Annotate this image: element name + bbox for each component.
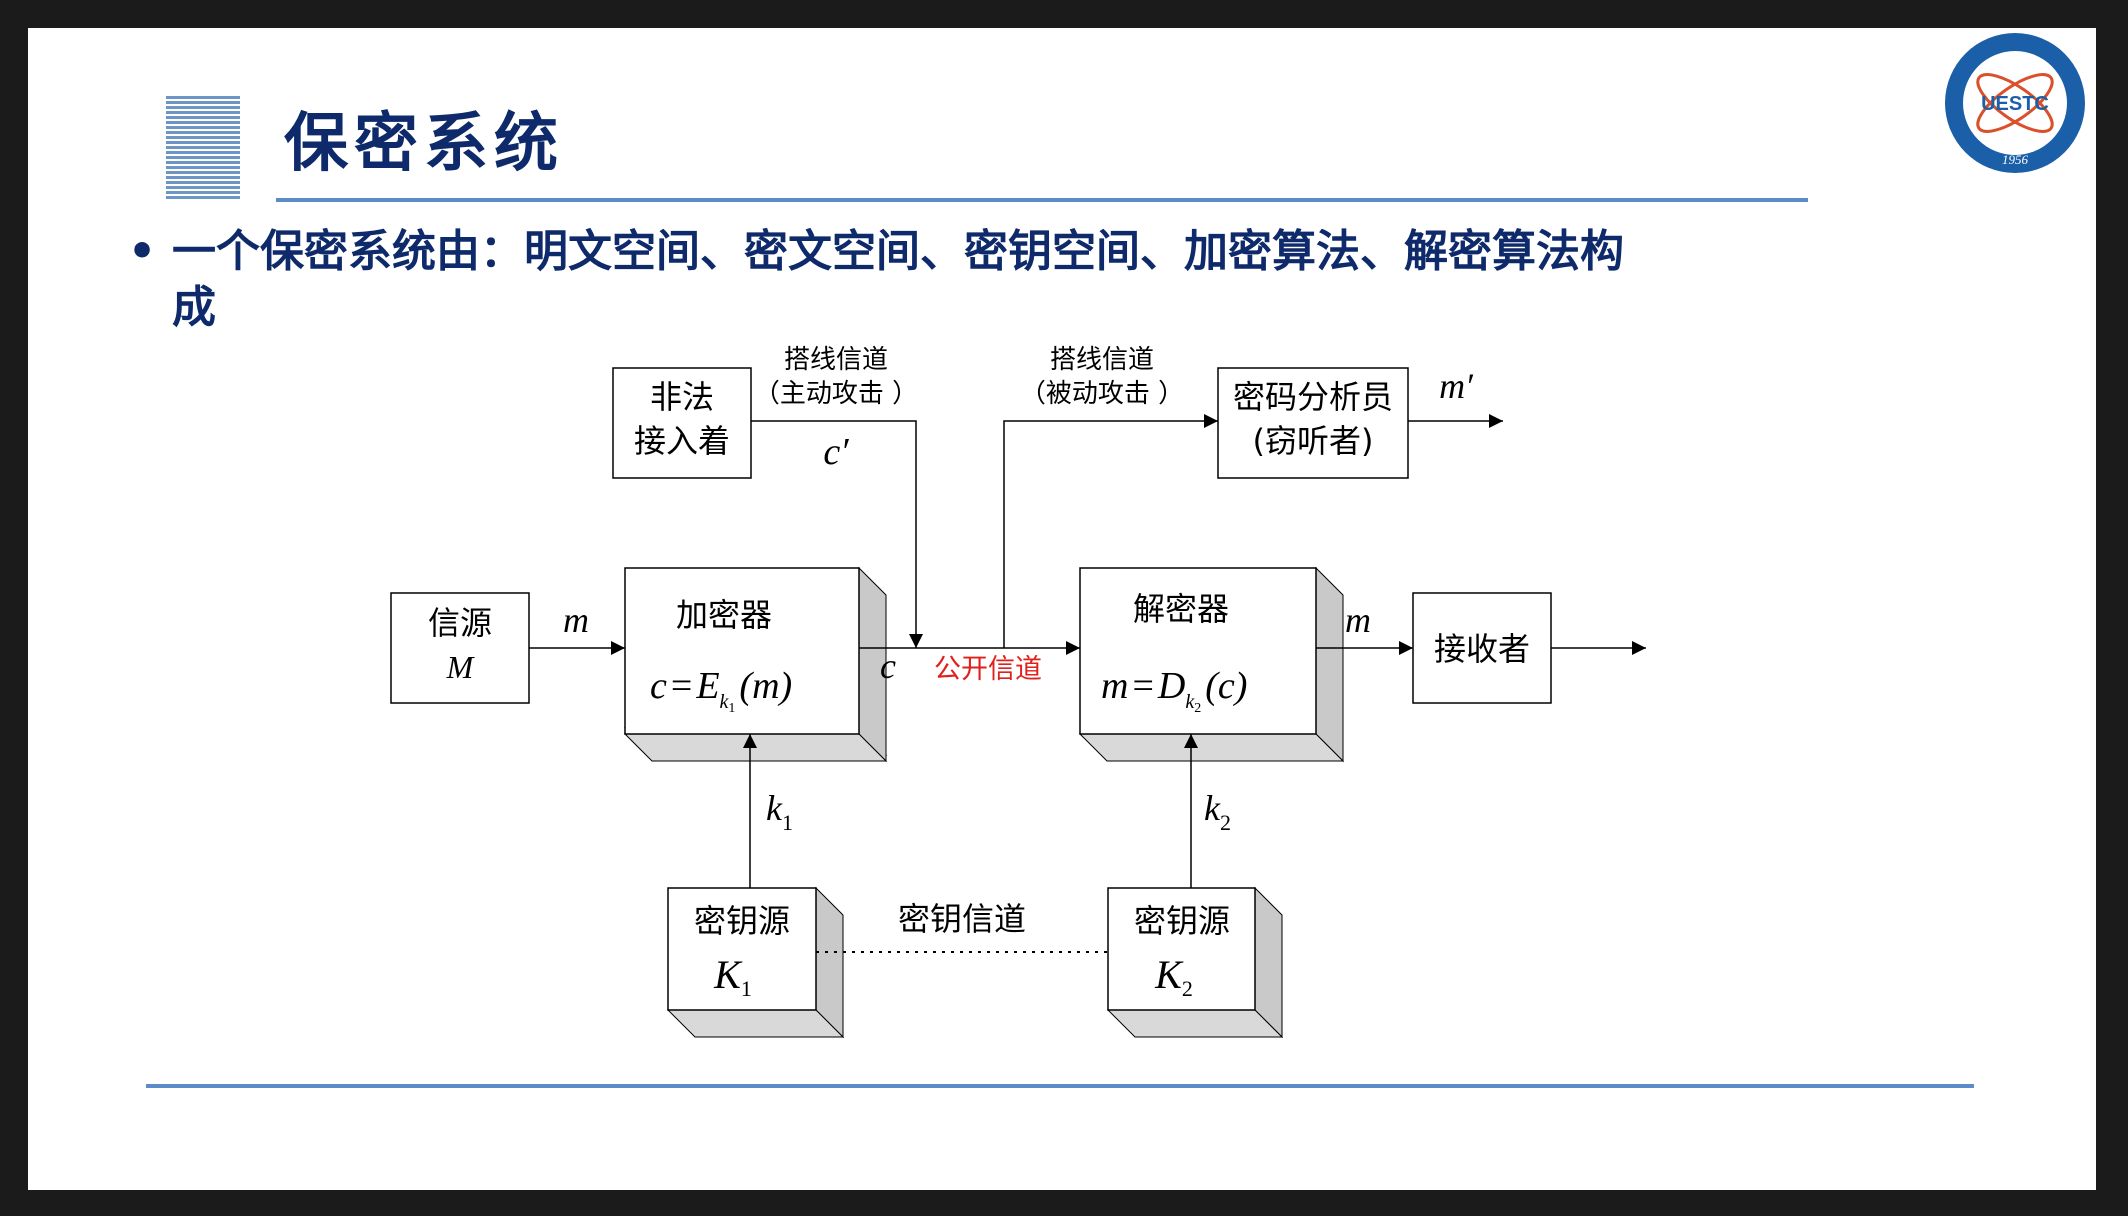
public-channel-label: 公开信道 [934,654,1042,685]
decryptor-box-side-right [1315,566,1344,763]
ciphertext-c-label: c [880,646,896,686]
plaintext-m-out: m [1345,600,1371,640]
cryptanalyst-output: m′ [1439,366,1474,406]
decryptor-box-side-bottom [1078,733,1345,762]
cryptanalyst-line-2: (窃听者) [1253,422,1374,460]
keysource1-symbol: K1 [713,952,752,1001]
slide: 保密系统 • 一个保密系统由：明文空间、密文空间、密钥空间、加密算法、解密算法构… [28,28,2096,1190]
k2-label: k2 [1204,788,1231,835]
illegal-access-line-2: 接入着 [634,422,730,460]
decryptor-label: 解密器 [1133,590,1229,628]
illegal-access-line-1: 非法 [650,378,714,416]
active-tap-label-2: （主动攻击 ） [754,379,918,409]
k1-label: k1 [766,788,793,835]
cryptanalyst-box [1217,367,1409,479]
encryptor-box-side-bottom [623,733,888,762]
keysource2-label: 密钥源 [1134,902,1230,940]
active-tap-symbol: c′ [823,431,849,473]
passive-tap-label-2: （被动攻击 ） [1020,379,1184,409]
cryptosystem-diagram: 信源 M m 加密器 c=Ek1(m) c 公开信道 解密器 m=Dk2(c) … [390,345,1646,1039]
keysource2-side-bottom [1106,1009,1284,1038]
logo-text: UESTC [1981,93,2049,115]
logo-inner [1963,51,2067,155]
active-tap-label-1: 搭线信道 [784,345,888,375]
passive-tap-label-1: 搭线信道 [1050,345,1154,375]
source-box [390,592,530,704]
logo-orbit-2 [1976,73,2054,133]
receiver-box [1412,592,1552,704]
decryptor-formula: m=Dk2(c) [1101,665,1247,716]
bullet-dot: • [128,226,157,277]
key-channel-label: 密钥信道 [898,900,1026,938]
bullet-text-line-1: 一个保密系统由：明文空间、密文空间、密钥空间、加密算法、解密算法构 [172,226,1624,277]
receiver-label: 接收者 [1434,630,1530,668]
encryptor-formula: c=Ek1(m) [650,665,792,716]
source-label: 信源 [428,604,492,642]
logo-year: 1956 [2002,152,2029,167]
source-symbol: M [446,649,476,685]
illegal-access-box [612,367,752,479]
passive-tap-line [1003,414,1218,648]
cryptanalyst-line-1: 密码分析员 [1233,378,1393,416]
page-title: 保密系统 [284,106,564,181]
encryptor-label: 加密器 [676,596,772,634]
bullet-text-line-2: 成 [172,282,216,333]
keysource2-box [1107,887,1256,1011]
bottom-divider [146,1084,1974,1088]
keysource1-label: 密钥源 [694,902,790,940]
active-tap-line [751,420,923,648]
logo-orbit-1 [1976,73,2054,133]
plaintext-m-in: m [563,600,589,640]
decryptor-box [1079,567,1317,735]
university-logo: UESTC 1956 [1945,33,2085,173]
keysource1-side-bottom [666,1009,845,1038]
title-divider [276,198,1808,202]
keysource1-box [667,887,817,1011]
encryptor-box [624,567,860,735]
keysource2-symbol: K2 [1154,952,1193,1001]
title-stripes-decoration [166,96,240,200]
